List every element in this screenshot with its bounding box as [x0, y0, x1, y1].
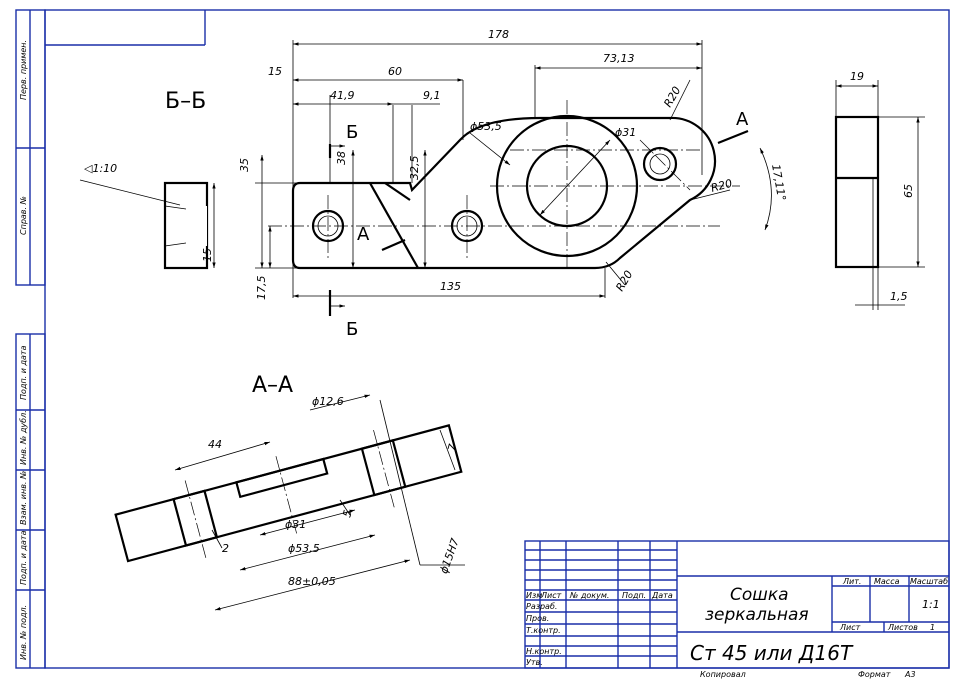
dim-7313: 73,13: [603, 52, 635, 65]
dim-angle: 17,11°: [769, 163, 788, 202]
dim-bb-15: 15: [201, 248, 214, 262]
dim-taper: ◁1:10: [84, 162, 117, 175]
stamp-label: Перв. примен.: [19, 40, 28, 100]
dim-r20-right: R20: [709, 177, 733, 195]
dim-178: 178: [488, 28, 509, 41]
stamp-label: Подп. и дата: [19, 345, 28, 400]
section-aa-title: А–А: [252, 373, 293, 398]
dim-aa-7: 7: [445, 443, 459, 453]
material: Ст 45 или Д16Т: [690, 641, 854, 665]
dim-60: 60: [388, 65, 402, 78]
tb-lit: Лит.: [842, 577, 861, 586]
dim-aa-phi535: ϕ53,5: [288, 542, 320, 555]
tb-scale-value: 1:1: [922, 598, 940, 611]
section-b-top: Б: [346, 122, 358, 143]
tb-row-tkontr: Т.контр.: [526, 626, 561, 635]
left-stamp: Перв. примен. Справ. № Подп. и дата Инв.…: [15, 9, 46, 669]
dim-135: 135: [440, 280, 461, 293]
dim-65: 65: [902, 184, 915, 198]
tb-doc: № докум.: [569, 591, 609, 600]
dim-r20-bottom: R20: [613, 268, 635, 293]
stamp-label: Взам. инв. №: [19, 471, 28, 525]
dim-38: 38: [335, 151, 348, 165]
title-block: Изм Лист № докум. Подп. Дата Разраб. Про…: [524, 540, 950, 669]
dim-aa-5: 5: [340, 509, 354, 519]
section-a-right: А: [736, 109, 749, 130]
part-name-2: зеркальная: [705, 605, 809, 625]
dim-aa-phi15: ϕ15H7: [437, 537, 462, 576]
dim-419: 41,9: [330, 89, 355, 102]
tb-copied: Копировал: [700, 670, 746, 679]
tb-format-value: А3: [904, 670, 916, 679]
tb-row-razrab: Разраб.: [526, 602, 557, 611]
stamp-label: Подп. и дата: [19, 530, 28, 585]
section-b-bottom: Б: [346, 319, 358, 340]
tb-list: Лист: [540, 591, 562, 600]
stamp-label: Справ. №: [19, 196, 28, 235]
tb-izm: Изм: [526, 591, 542, 600]
dim-r20-top: R20: [661, 84, 683, 109]
dim-phi31: ϕ31: [615, 126, 636, 139]
tb-podp: Подп.: [622, 591, 646, 600]
dim-91: 9,1: [423, 89, 441, 102]
dim-175: 17,5: [255, 276, 268, 301]
tb-sheets: Листов: [887, 623, 918, 632]
tb-row-prov: Пров.: [526, 614, 549, 623]
tb-format: Формат: [858, 670, 891, 679]
section-a-left: А: [357, 224, 370, 245]
stamp-label: Инв. № подл.: [19, 605, 28, 660]
section-bb: Б–Б ◁1:10 15: [79, 89, 216, 270]
main-view: 178 60 15 73,13 41,9 9,1 35 17,5 135 38 …: [238, 28, 788, 340]
dim-15: 15: [268, 65, 282, 78]
stamp-label: Инв. № дубл.: [19, 410, 28, 465]
dim-aa-44: 44: [208, 438, 222, 451]
dim-19: 19: [850, 70, 864, 83]
tb-date: Дата: [651, 591, 673, 600]
tb-scale: Масштаб: [910, 577, 948, 586]
dim-35: 35: [238, 158, 251, 172]
section-bb-title: Б–Б: [165, 89, 206, 114]
dim-325: 32,5: [408, 156, 421, 181]
slot-edge: [369, 182, 419, 269]
dim-aa-2: 2: [222, 542, 229, 555]
slot-edge-2: [384, 182, 411, 201]
side-view: 19 65 1,5: [834, 70, 925, 310]
tb-row-utv: Утв.: [526, 658, 543, 667]
dim-aa-phi126: ϕ12,6: [312, 395, 344, 408]
dim-15-side: 1,5: [890, 290, 908, 303]
section-aa: А–А 44 ϕ12,6 7 ϕ31 5 2 ϕ53,5 88±0,05 ϕ15…: [114, 373, 465, 611]
tb-sheets-value: 1: [930, 623, 935, 632]
hole-right: [642, 146, 678, 182]
dim-aa-88: 88±0,05: [288, 575, 336, 588]
tb-mass: Масса: [874, 577, 900, 586]
dim-aa-phi31: ϕ31: [285, 518, 306, 531]
tb-sheet: Лист: [839, 623, 861, 632]
tb-row-nkontr: Н.контр.: [526, 647, 562, 656]
part-name-1: Сошка: [730, 585, 789, 605]
dim-phi535: ϕ53,5: [470, 120, 502, 133]
